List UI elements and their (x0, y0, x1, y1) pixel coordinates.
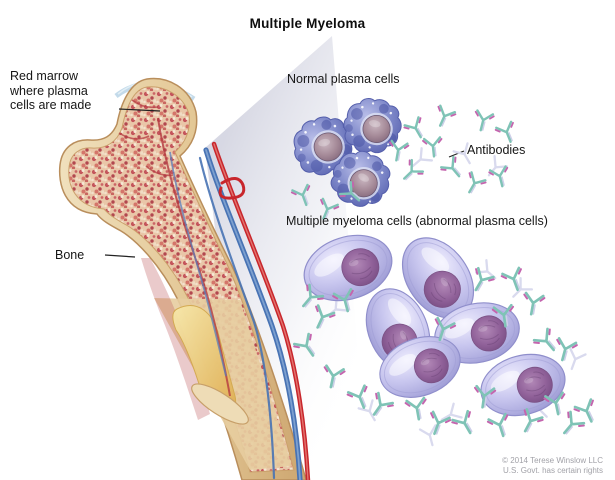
antibody-icon (438, 155, 468, 184)
antibody-icon (555, 409, 587, 441)
red-marrow-label: Red marrow where plasma cells are made (10, 69, 92, 112)
antibody-icon (485, 412, 515, 441)
bone-label: Bone (55, 248, 85, 262)
bone-leader-line (104, 254, 136, 258)
antibody-faded-icon (506, 276, 534, 304)
antibody-icon (430, 103, 458, 131)
myeloma-cells-label: Multiple myeloma cells (abnormal plasma … (286, 214, 548, 228)
antibody-faded-icon (436, 402, 463, 428)
bone-cut-edge (191, 383, 249, 425)
antibody-faded-icon (563, 347, 587, 373)
antibodies-label: Antibodies (467, 143, 526, 157)
antibody-icon (551, 336, 579, 364)
antibody-icon (493, 120, 521, 147)
red-marrow-leader-line (118, 108, 161, 112)
antibody-icon (487, 164, 513, 190)
antibody-icon (402, 115, 431, 144)
normal-plasma-cells-label: Normal plasma cells (287, 72, 400, 86)
copyright-credit: © 2014 Terese Winslow LLC U.S. Govt. has… (502, 456, 603, 475)
antibody-icon (449, 409, 481, 440)
antibodies-leader-line (448, 150, 465, 158)
antibody-icon (403, 396, 431, 423)
antibody-icon (421, 136, 445, 159)
figure-title: Multiple Myeloma (249, 16, 366, 31)
antibody-icon (385, 139, 410, 164)
antibody-icon (531, 326, 563, 358)
antibody-icon (459, 170, 488, 199)
antibody-icon (519, 291, 547, 318)
antibody-icon (470, 108, 496, 134)
antibody-icon (572, 397, 602, 428)
blood-vessels (198, 141, 311, 480)
antibody-icon (396, 157, 426, 187)
leader-lines (104, 108, 465, 258)
bone-illustration (58, 77, 307, 480)
